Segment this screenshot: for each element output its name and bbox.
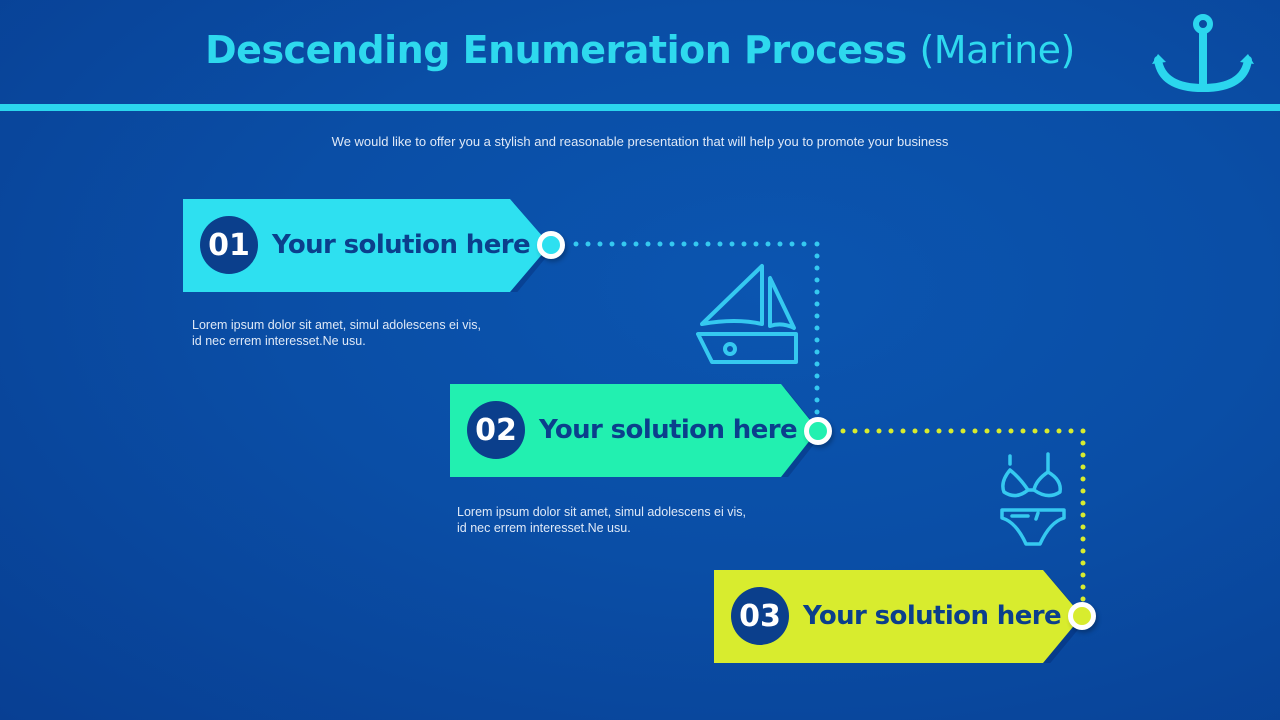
step-1-label: Your solution here — [272, 230, 531, 260]
step-3-node — [1068, 602, 1096, 630]
step-2-description: Lorem ipsum dolor sit amet, simul adoles… — [457, 505, 747, 535]
step-3-label: Your solution here — [803, 601, 1062, 631]
step-1-node — [537, 231, 565, 259]
step-3: 03 Your solution here — [714, 570, 1084, 663]
connector-2-dots — [840, 428, 1086, 602]
title-main: Descending Enumeration Process — [205, 28, 907, 72]
step-3-number: 03 — [731, 587, 789, 645]
title-paren: (Marine) — [919, 28, 1075, 72]
step-1: 01 Your solution here — [183, 199, 553, 292]
bikini-icon — [1000, 452, 1066, 546]
step-2-number: 02 — [467, 401, 525, 459]
step-2: 02 Your solution here — [450, 384, 820, 477]
step-2-banner — [450, 384, 820, 477]
step-2-node — [804, 417, 832, 445]
page-title: Descending Enumeration Process (Marine) — [0, 28, 1280, 72]
step-1-description: Lorem ipsum dolor sit amet, simul adoles… — [192, 318, 482, 348]
step-2-label: Your solution here — [539, 415, 798, 445]
sailboat-icon — [696, 264, 798, 364]
anchor-icon — [1152, 14, 1254, 93]
connector-1-dots — [573, 241, 820, 415]
step-1-banner — [183, 199, 553, 292]
header-divider — [0, 104, 1280, 111]
step-1-number: 01 — [200, 216, 258, 274]
subtitle: We would like to offer you a stylish and… — [331, 134, 949, 149]
step-3-banner — [714, 570, 1084, 663]
